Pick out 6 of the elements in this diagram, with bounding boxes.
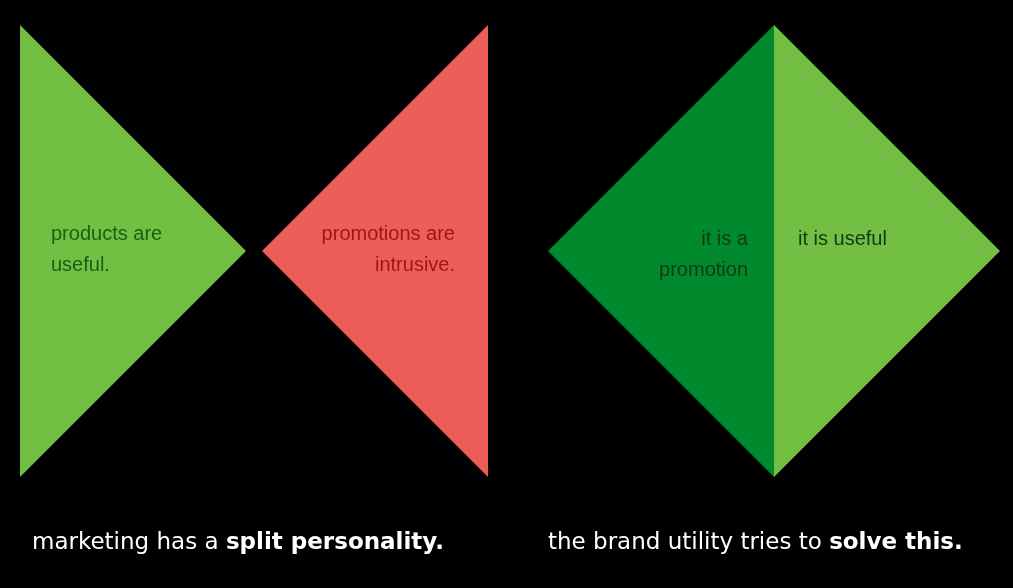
shape-text: promotions are intrusive. — [320, 221, 455, 277]
shape-text: products are useful. — [51, 221, 164, 277]
caption-text: marketing has a split personality. — [32, 528, 444, 554]
shape-text: it is a promotion — [658, 226, 748, 282]
shape-text: it is useful — [798, 226, 888, 251]
caption-text: the brand utility tries to solve this. — [548, 528, 963, 554]
